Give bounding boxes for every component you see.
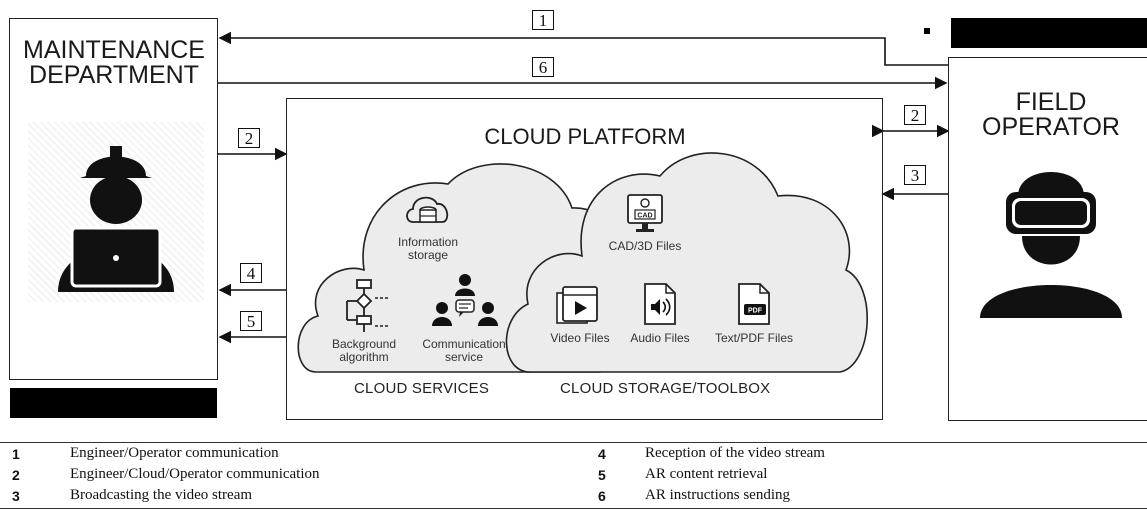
legend-text-4: Reception of the video stream <box>645 445 825 461</box>
video-player-icon <box>555 283 601 327</box>
arrow-label-5: 5 <box>240 311 262 331</box>
audio-file-icon <box>642 282 678 326</box>
small-square-mark <box>924 28 930 34</box>
video-files-label: Video Files <box>550 331 610 345</box>
cloud-platform-box <box>286 98 883 420</box>
background-algorithm-label: Background algorithm <box>326 338 402 364</box>
cloud-platform-title: CLOUD PLATFORM <box>484 124 686 149</box>
legend-key-6: 6 <box>598 488 606 504</box>
redaction-bar-right <box>951 18 1147 48</box>
field-title: FIELD OPERATOR <box>955 90 1147 140</box>
text-pdf-files-label: Text/PDF Files <box>714 331 793 345</box>
cad-monitor-icon: CAD <box>625 192 665 236</box>
legend-key-4: 4 <box>598 446 606 462</box>
engineer-laptop-icon <box>28 122 204 302</box>
legend-text-3: Broadcasting the video stream <box>70 487 253 503</box>
maintenance-title-line1: MAINTENANCE <box>23 36 205 64</box>
legend-text-2: Engineer/Cloud/Operator communication <box>70 466 320 482</box>
legend-key-2: 2 <box>12 467 20 483</box>
legend-text-5: AR content retrieval <box>645 466 768 482</box>
cloud-storage-caption: CLOUD STORAGE/TOOLBOX <box>560 380 771 397</box>
communication-service-line2: service <box>444 350 483 364</box>
arrow-label-3: 3 <box>904 165 926 185</box>
maintenance-title: MAINTENANCE DEPARTMENT <box>14 38 214 88</box>
flowchart-icon <box>343 278 393 336</box>
database-cloud-icon <box>403 190 453 230</box>
team-chat-icon <box>432 270 498 332</box>
legend-key-1: 1 <box>12 446 20 462</box>
info-storage-label: Information storage <box>388 236 468 262</box>
maintenance-title-line2: DEPARTMENT <box>29 61 199 89</box>
arrow-label-1: 1 <box>532 10 554 30</box>
pdf-file-icon: PDF <box>736 282 772 326</box>
arrow-1 <box>218 31 948 66</box>
audio-files-label: Audio Files <box>630 331 690 345</box>
legend-key-5: 5 <box>598 467 606 483</box>
pdf-icon-text: PDF <box>748 308 763 315</box>
background-algorithm-line1: Background <box>331 337 397 351</box>
redaction-bar-left <box>10 388 217 418</box>
legend-top-rule <box>0 442 1147 443</box>
arrow-label-2-right: 2 <box>904 105 926 125</box>
field-title-line2: OPERATOR <box>982 113 1120 141</box>
communication-service-label: Communication service <box>412 338 516 364</box>
cloud-services-caption: CLOUD SERVICES <box>354 380 490 397</box>
arrow-label-6: 6 <box>532 57 554 77</box>
info-storage-line2: storage <box>407 248 449 262</box>
cad-files-label: CAD/3D Files <box>608 239 682 253</box>
arrow-label-4: 4 <box>240 263 262 283</box>
legend-key-3: 3 <box>12 488 20 504</box>
vr-headset-operator-icon <box>966 156 1136 321</box>
field-title-line1: FIELD <box>1015 88 1087 116</box>
legend-bottom-rule <box>0 508 1147 509</box>
communication-service-line1: Communication <box>422 337 506 351</box>
legend-table: 1 Engineer/Operator communication 2 Engi… <box>0 442 1147 510</box>
legend-text-6: AR instructions sending <box>645 487 790 503</box>
background-algorithm-line2: algorithm <box>339 350 389 364</box>
legend-text-1: Engineer/Operator communication <box>70 445 279 461</box>
cad-icon-text: CAD <box>637 213 652 220</box>
info-storage-line1: Information <box>397 235 459 249</box>
arrow-label-2-left: 2 <box>238 128 260 148</box>
